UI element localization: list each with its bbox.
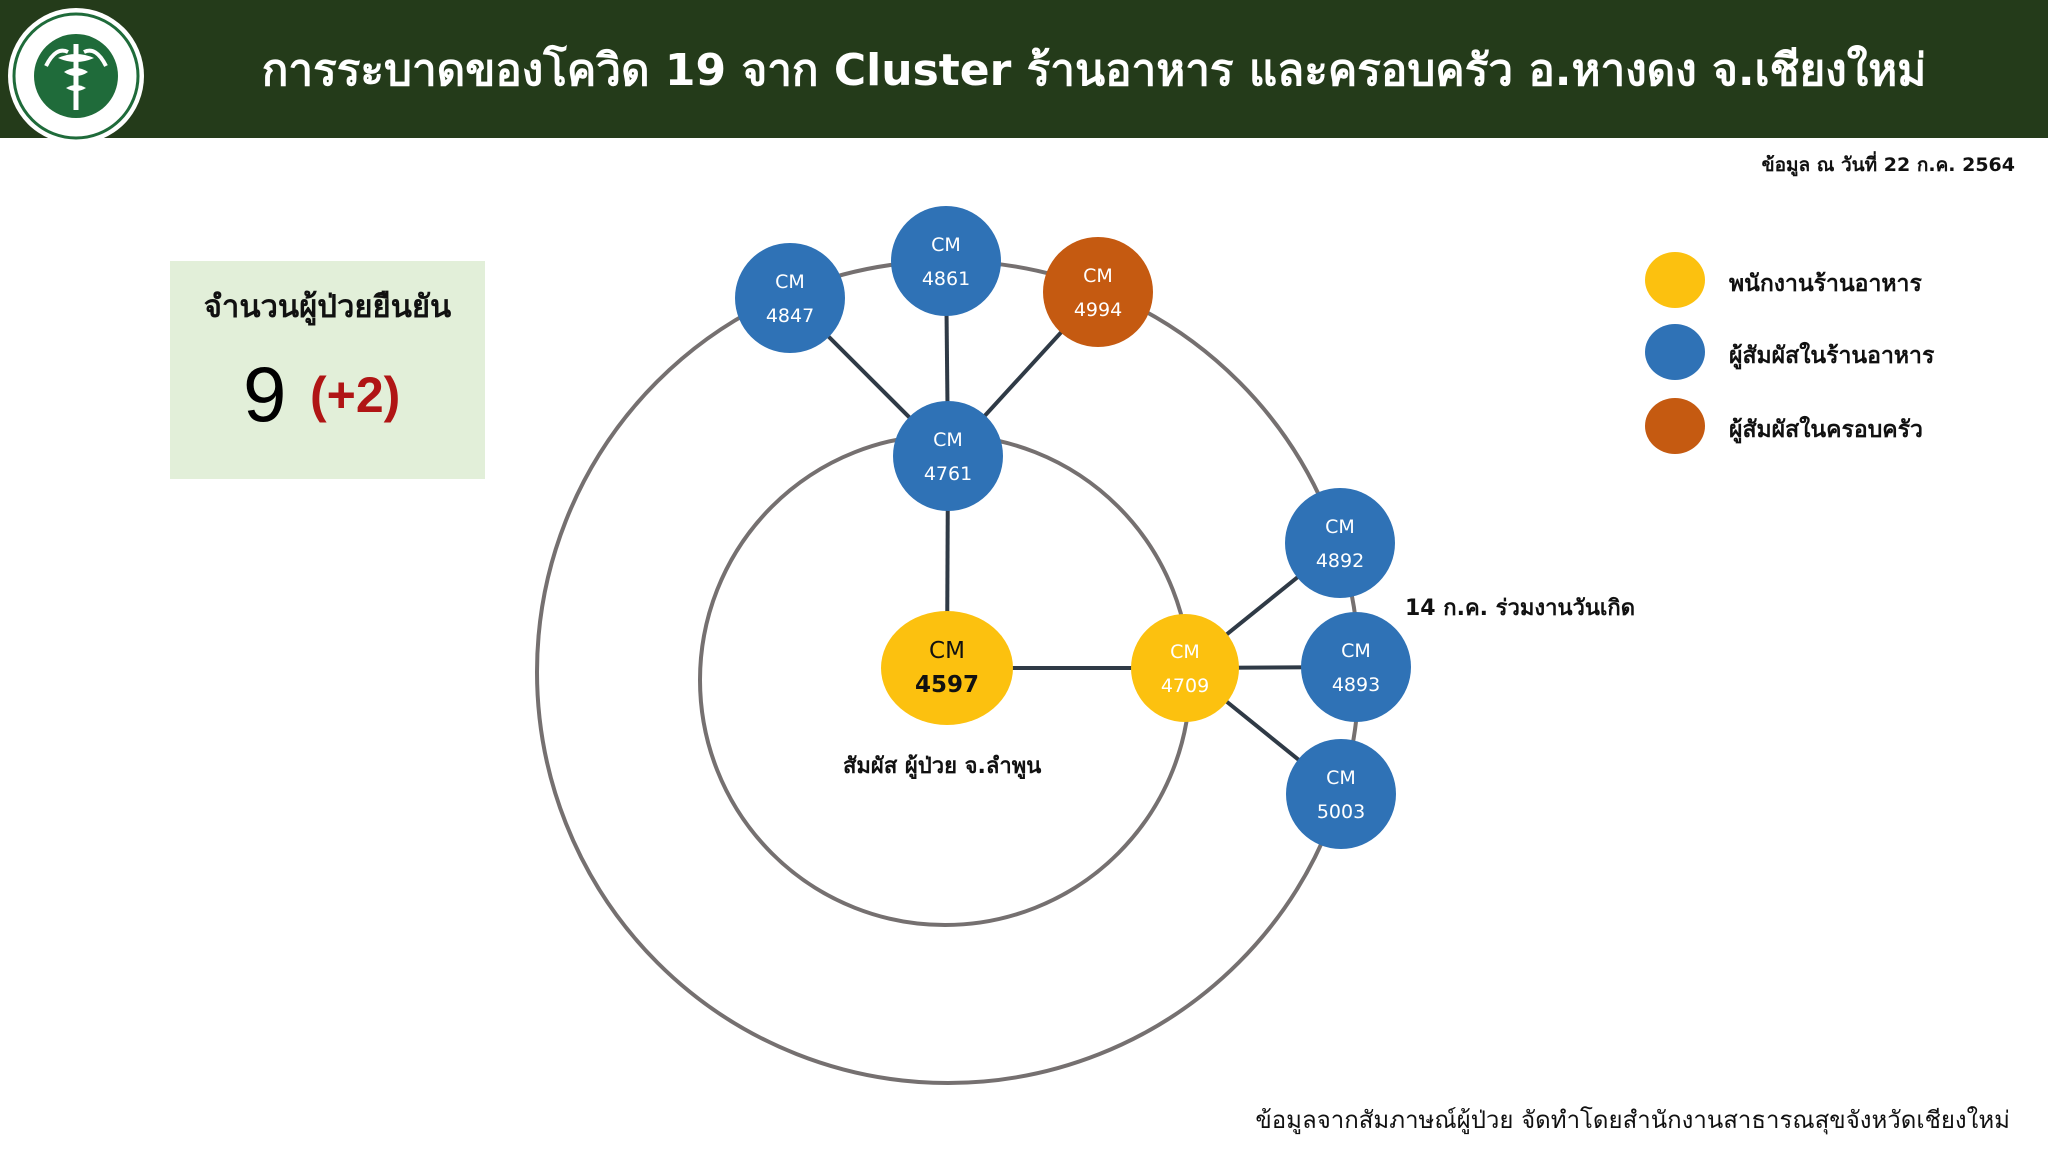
case-node-circle <box>1286 739 1396 849</box>
case-node-prefix: CM <box>1341 640 1371 662</box>
confirmed-count-increase: (+2) <box>310 367 401 423</box>
case-node-circle <box>893 401 1003 511</box>
case-node-number: 4994 <box>1074 299 1122 321</box>
confirmed-count-label: จำนวนผู้ป่วยยืนยัน <box>203 289 452 325</box>
case-node-prefix: CM <box>1170 641 1200 663</box>
case-node-prefix: CM <box>775 271 805 293</box>
case-node-4847: CM 4847 <box>735 243 845 353</box>
case-node-4761: CM 4761 <box>893 401 1003 511</box>
case-node-number: 4761 <box>924 463 972 485</box>
header-bar: การระบาดของโควิด 19 จาก Cluster ร้านอาหา… <box>0 0 2048 144</box>
case-node-number: 4597 <box>915 672 979 698</box>
case-node-number: 4709 <box>1161 675 1209 697</box>
case-node-4709: CM 4709 <box>1131 614 1239 722</box>
case-node-circle <box>735 243 845 353</box>
case-node-prefix: CM <box>1326 767 1356 789</box>
legend-swatch <box>1645 324 1705 380</box>
case-node-4861: CM 4861 <box>891 206 1001 316</box>
page-title: การระบาดของโควิด 19 จาก Cluster ร้านอาหา… <box>261 45 1927 96</box>
footer-source: ข้อมูลจากสัมภาษณ์ผู้ป่วย จัดทำโดยสำนักงา… <box>1255 1106 2010 1134</box>
case-node-number: 4892 <box>1316 550 1364 572</box>
case-node-4893: CM 4893 <box>1301 612 1411 722</box>
legend-swatch <box>1645 252 1705 308</box>
ministry-logo <box>8 8 144 144</box>
case-node-prefix: CM <box>1325 516 1355 538</box>
source-case-note: สัมผัส ผู้ป่วย จ.ลำพูน <box>843 754 1042 779</box>
case-node-prefix: CM <box>1083 265 1113 287</box>
case-node-circle <box>881 611 1013 725</box>
confirmed-count-box: จำนวนผู้ป่วยยืนยัน 9 (+2) <box>170 261 485 479</box>
case-node-4892: CM 4892 <box>1285 488 1395 598</box>
data-date: ข้อมูล ณ วันที่ 22 ก.ค. 2564 <box>1761 154 2015 176</box>
case-node-5003: CM 5003 <box>1286 739 1396 849</box>
case-node-number: 4861 <box>922 268 970 290</box>
legend-label: ผู้สัมผัสในครอบครัว <box>1729 417 1923 443</box>
confirmed-count-value: 9 <box>243 350 287 438</box>
legend-label: ผู้สัมผัสในร้านอาหาร <box>1729 343 1935 369</box>
case-node-circle <box>1131 614 1239 722</box>
case-node-circle <box>1301 612 1411 722</box>
case-node-prefix: CM <box>929 638 965 664</box>
case-node-prefix: CM <box>931 234 961 256</box>
birthday-event-note: 14 ก.ค. ร่วมงานวันเกิด <box>1405 596 1636 621</box>
case-node-circle <box>891 206 1001 316</box>
case-node-4597: CM 4597 <box>881 611 1013 725</box>
case-node-number: 5003 <box>1317 801 1365 823</box>
case-node-circle <box>1043 237 1153 347</box>
legend-swatch <box>1645 398 1705 454</box>
case-node-number: 4893 <box>1332 674 1380 696</box>
case-node-number: 4847 <box>766 305 814 327</box>
legend-label: พนักงานร้านอาหาร <box>1729 271 1922 297</box>
case-node-prefix: CM <box>933 429 963 451</box>
case-node-4994: CM 4994 <box>1043 237 1153 347</box>
case-node-circle <box>1285 488 1395 598</box>
